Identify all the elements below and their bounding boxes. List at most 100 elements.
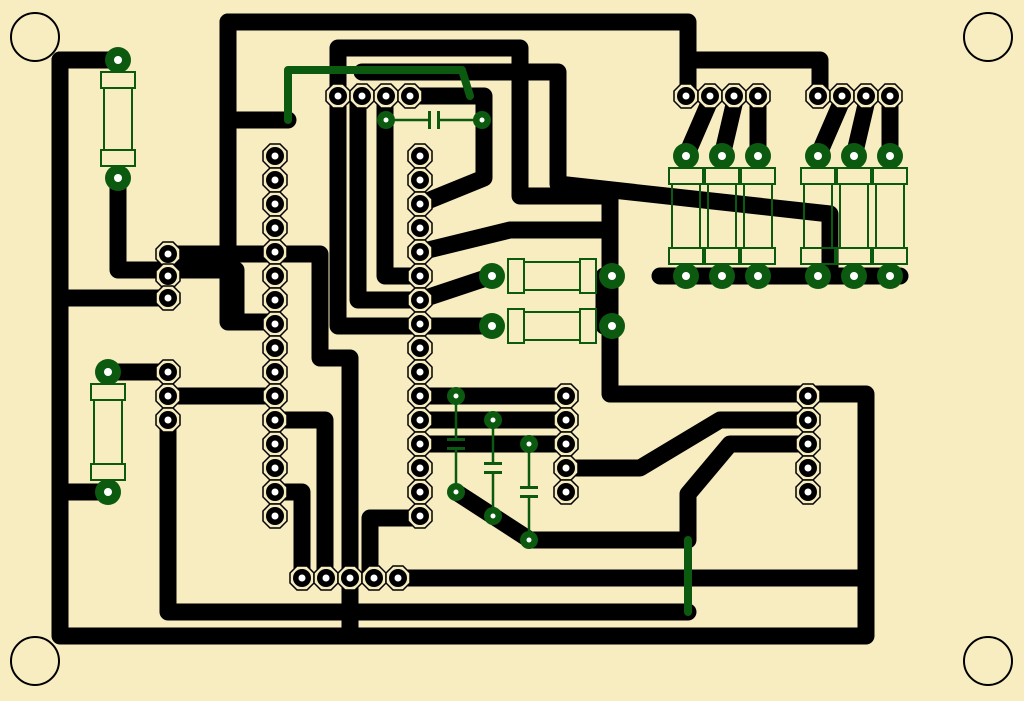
ic-pad bbox=[795, 383, 821, 409]
capacitor-plate bbox=[447, 447, 465, 450]
drill-hole bbox=[850, 152, 858, 160]
drill-hole bbox=[164, 416, 172, 424]
resistor-body bbox=[875, 183, 905, 249]
ic-pad bbox=[795, 431, 821, 457]
drill-hole bbox=[886, 92, 894, 100]
drill-hole bbox=[488, 322, 496, 330]
copper-trace bbox=[109, 169, 177, 279]
ic-pad bbox=[553, 455, 579, 481]
drill-hole bbox=[416, 416, 424, 424]
drill-hole bbox=[382, 92, 390, 100]
ic-pad bbox=[397, 83, 423, 109]
ic-pad bbox=[373, 83, 399, 109]
drill-hole bbox=[526, 441, 532, 447]
drill-hole bbox=[271, 200, 279, 208]
drill-hole bbox=[271, 368, 279, 376]
drill-hole bbox=[886, 272, 894, 280]
copper-trace bbox=[329, 87, 501, 335]
drill-hole bbox=[271, 152, 279, 160]
ic-pad bbox=[407, 383, 433, 409]
ic-pad bbox=[262, 263, 288, 289]
resistor-cap bbox=[579, 308, 597, 344]
mounting-holes bbox=[10, 12, 1013, 686]
drill-hole bbox=[416, 368, 424, 376]
ic-pad bbox=[262, 503, 288, 529]
drill-hole bbox=[814, 272, 822, 280]
drill-hole bbox=[838, 92, 846, 100]
ic-pad bbox=[795, 407, 821, 433]
header-bottom bbox=[289, 565, 411, 591]
drill-hole bbox=[416, 392, 424, 400]
capacitor-plate bbox=[447, 438, 465, 441]
ic-pad bbox=[262, 407, 288, 433]
header-left-b bbox=[155, 359, 181, 433]
drill-hole bbox=[682, 92, 690, 100]
ic-pad bbox=[155, 383, 181, 409]
drill-hole bbox=[416, 200, 424, 208]
drill-hole bbox=[804, 464, 812, 472]
drill-hole bbox=[164, 294, 172, 302]
ic-pad bbox=[262, 239, 288, 265]
resistor-body bbox=[103, 87, 133, 151]
resistor-r7 bbox=[740, 167, 776, 265]
ic-pad bbox=[553, 479, 579, 505]
copper-trace bbox=[349, 87, 429, 309]
drill-hole bbox=[706, 92, 714, 100]
ic-pad bbox=[697, 83, 723, 109]
drill-hole bbox=[608, 272, 616, 280]
ic-pad bbox=[407, 263, 433, 289]
drill-hole bbox=[164, 250, 172, 258]
drill-hole bbox=[416, 440, 424, 448]
drill-hole bbox=[271, 416, 279, 424]
ic-pad bbox=[262, 143, 288, 169]
copper-trace bbox=[159, 261, 284, 331]
copper-trace bbox=[51, 51, 875, 645]
drill-hole bbox=[562, 392, 570, 400]
header-top-right-b bbox=[805, 83, 903, 109]
copper-traces bbox=[51, 13, 909, 645]
drill-hole bbox=[271, 464, 279, 472]
ic-pad bbox=[407, 503, 433, 529]
resistor-cap bbox=[872, 167, 908, 185]
drill-hole bbox=[416, 512, 424, 520]
ic-pad bbox=[805, 83, 831, 109]
resistor-cap bbox=[668, 247, 704, 265]
copper-trace bbox=[159, 411, 697, 621]
drill-hole bbox=[164, 392, 172, 400]
ic-pad bbox=[313, 565, 339, 591]
copper-trace bbox=[266, 411, 334, 587]
drill-hole bbox=[682, 152, 690, 160]
drill-hole bbox=[490, 513, 496, 519]
drill-hole bbox=[730, 92, 738, 100]
ic-pad bbox=[262, 215, 288, 241]
resistor-r5 bbox=[668, 167, 704, 265]
drill-hole bbox=[416, 296, 424, 304]
mounting-hole-bottom-left bbox=[10, 636, 60, 686]
ic-pad bbox=[407, 215, 433, 241]
ic-pad bbox=[155, 285, 181, 311]
drill-hole bbox=[406, 92, 414, 100]
drill-hole bbox=[271, 176, 279, 184]
ic-pad bbox=[407, 479, 433, 505]
ic-pad bbox=[155, 263, 181, 289]
drill-hole bbox=[358, 92, 366, 100]
ic-pad bbox=[337, 565, 363, 591]
ic-pad bbox=[795, 479, 821, 505]
drill-hole bbox=[271, 296, 279, 304]
drill-hole bbox=[271, 392, 279, 400]
capacitor-plate bbox=[484, 471, 502, 474]
resistor-body bbox=[743, 183, 773, 249]
copper-trace bbox=[219, 13, 697, 105]
drill-hole bbox=[804, 392, 812, 400]
drill-hole bbox=[114, 56, 122, 64]
ic-pad bbox=[407, 431, 433, 457]
ic-pad bbox=[262, 359, 288, 385]
drill-hole bbox=[453, 489, 459, 495]
drill-hole bbox=[298, 574, 306, 582]
ic-pad bbox=[407, 335, 433, 361]
capacitor-plate bbox=[520, 486, 538, 489]
drill-hole bbox=[416, 152, 424, 160]
drill-hole bbox=[754, 152, 762, 160]
drill-hole bbox=[754, 92, 762, 100]
drill-hole bbox=[804, 488, 812, 496]
